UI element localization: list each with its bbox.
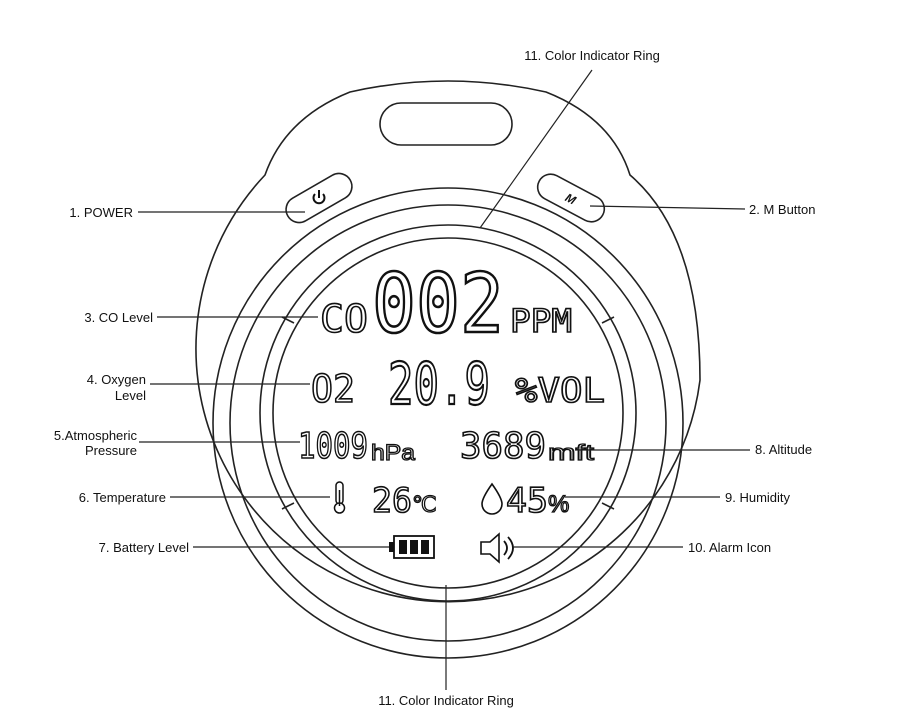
label-oxygen-line1: 4. Oxygen <box>87 372 146 387</box>
device-body <box>195 80 701 659</box>
humidity-value: 45 <box>506 481 548 521</box>
pressure-value: 1009 <box>298 426 368 467</box>
label-m-button: 2. M Button <box>749 202 815 217</box>
co-value: 002 <box>372 257 504 352</box>
co-unit: PPM <box>510 302 572 340</box>
thermometer-icon <box>333 481 346 514</box>
label-power: 1. POWER <box>69 205 133 220</box>
power-icon <box>312 190 326 205</box>
temperature-unit: ℃ <box>412 492 437 517</box>
lcd-display: CO 002 PPM O2 20.9 %VOL 1009 hPa 3689 mf… <box>297 256 606 564</box>
o2-unit: %VOL <box>515 371 605 411</box>
label-co-level: 3. CO Level <box>84 310 153 325</box>
droplet-icon <box>481 482 503 515</box>
label-alarm: 10. Alarm Icon <box>688 540 771 555</box>
power-button[interactable] <box>281 169 356 228</box>
label-color-ring-top: 11. Color Indicator Ring <box>524 48 660 63</box>
battery-icon <box>389 535 435 559</box>
label-altitude: 8. Altitude <box>755 442 812 457</box>
label-battery: 7. Battery Level <box>99 540 189 555</box>
leader-lines <box>138 69 750 690</box>
label-humidity: 9. Humidity <box>725 490 791 505</box>
co-prefix: CO <box>320 297 368 341</box>
pressure-unit: hPa <box>371 440 416 465</box>
label-oxygen-line2: Level <box>115 388 146 403</box>
o2-prefix: O2 <box>311 367 355 411</box>
m-button-label: M <box>563 190 579 208</box>
label-color-ring-bottom: 11. Color Indicator Ring <box>378 693 514 708</box>
label-pressure-line1: 5.Atmospheric <box>54 428 138 443</box>
altitude-value: 3689 <box>460 426 546 467</box>
humidity-unit: % <box>548 491 569 518</box>
callout-labels: 11. Color Indicator Ring 1. POWER 2. M B… <box>54 48 816 708</box>
label-temperature: 6. Temperature <box>79 490 166 505</box>
label-pressure-line2: Pressure <box>85 443 137 458</box>
color-indicator-ring <box>259 224 637 602</box>
m-button[interactable]: M <box>533 170 609 227</box>
temperature-value: 26 <box>372 481 412 521</box>
speaker-icon <box>480 532 514 564</box>
o2-value: 20.9 <box>388 350 490 418</box>
altitude-unit: mft <box>548 440 594 465</box>
